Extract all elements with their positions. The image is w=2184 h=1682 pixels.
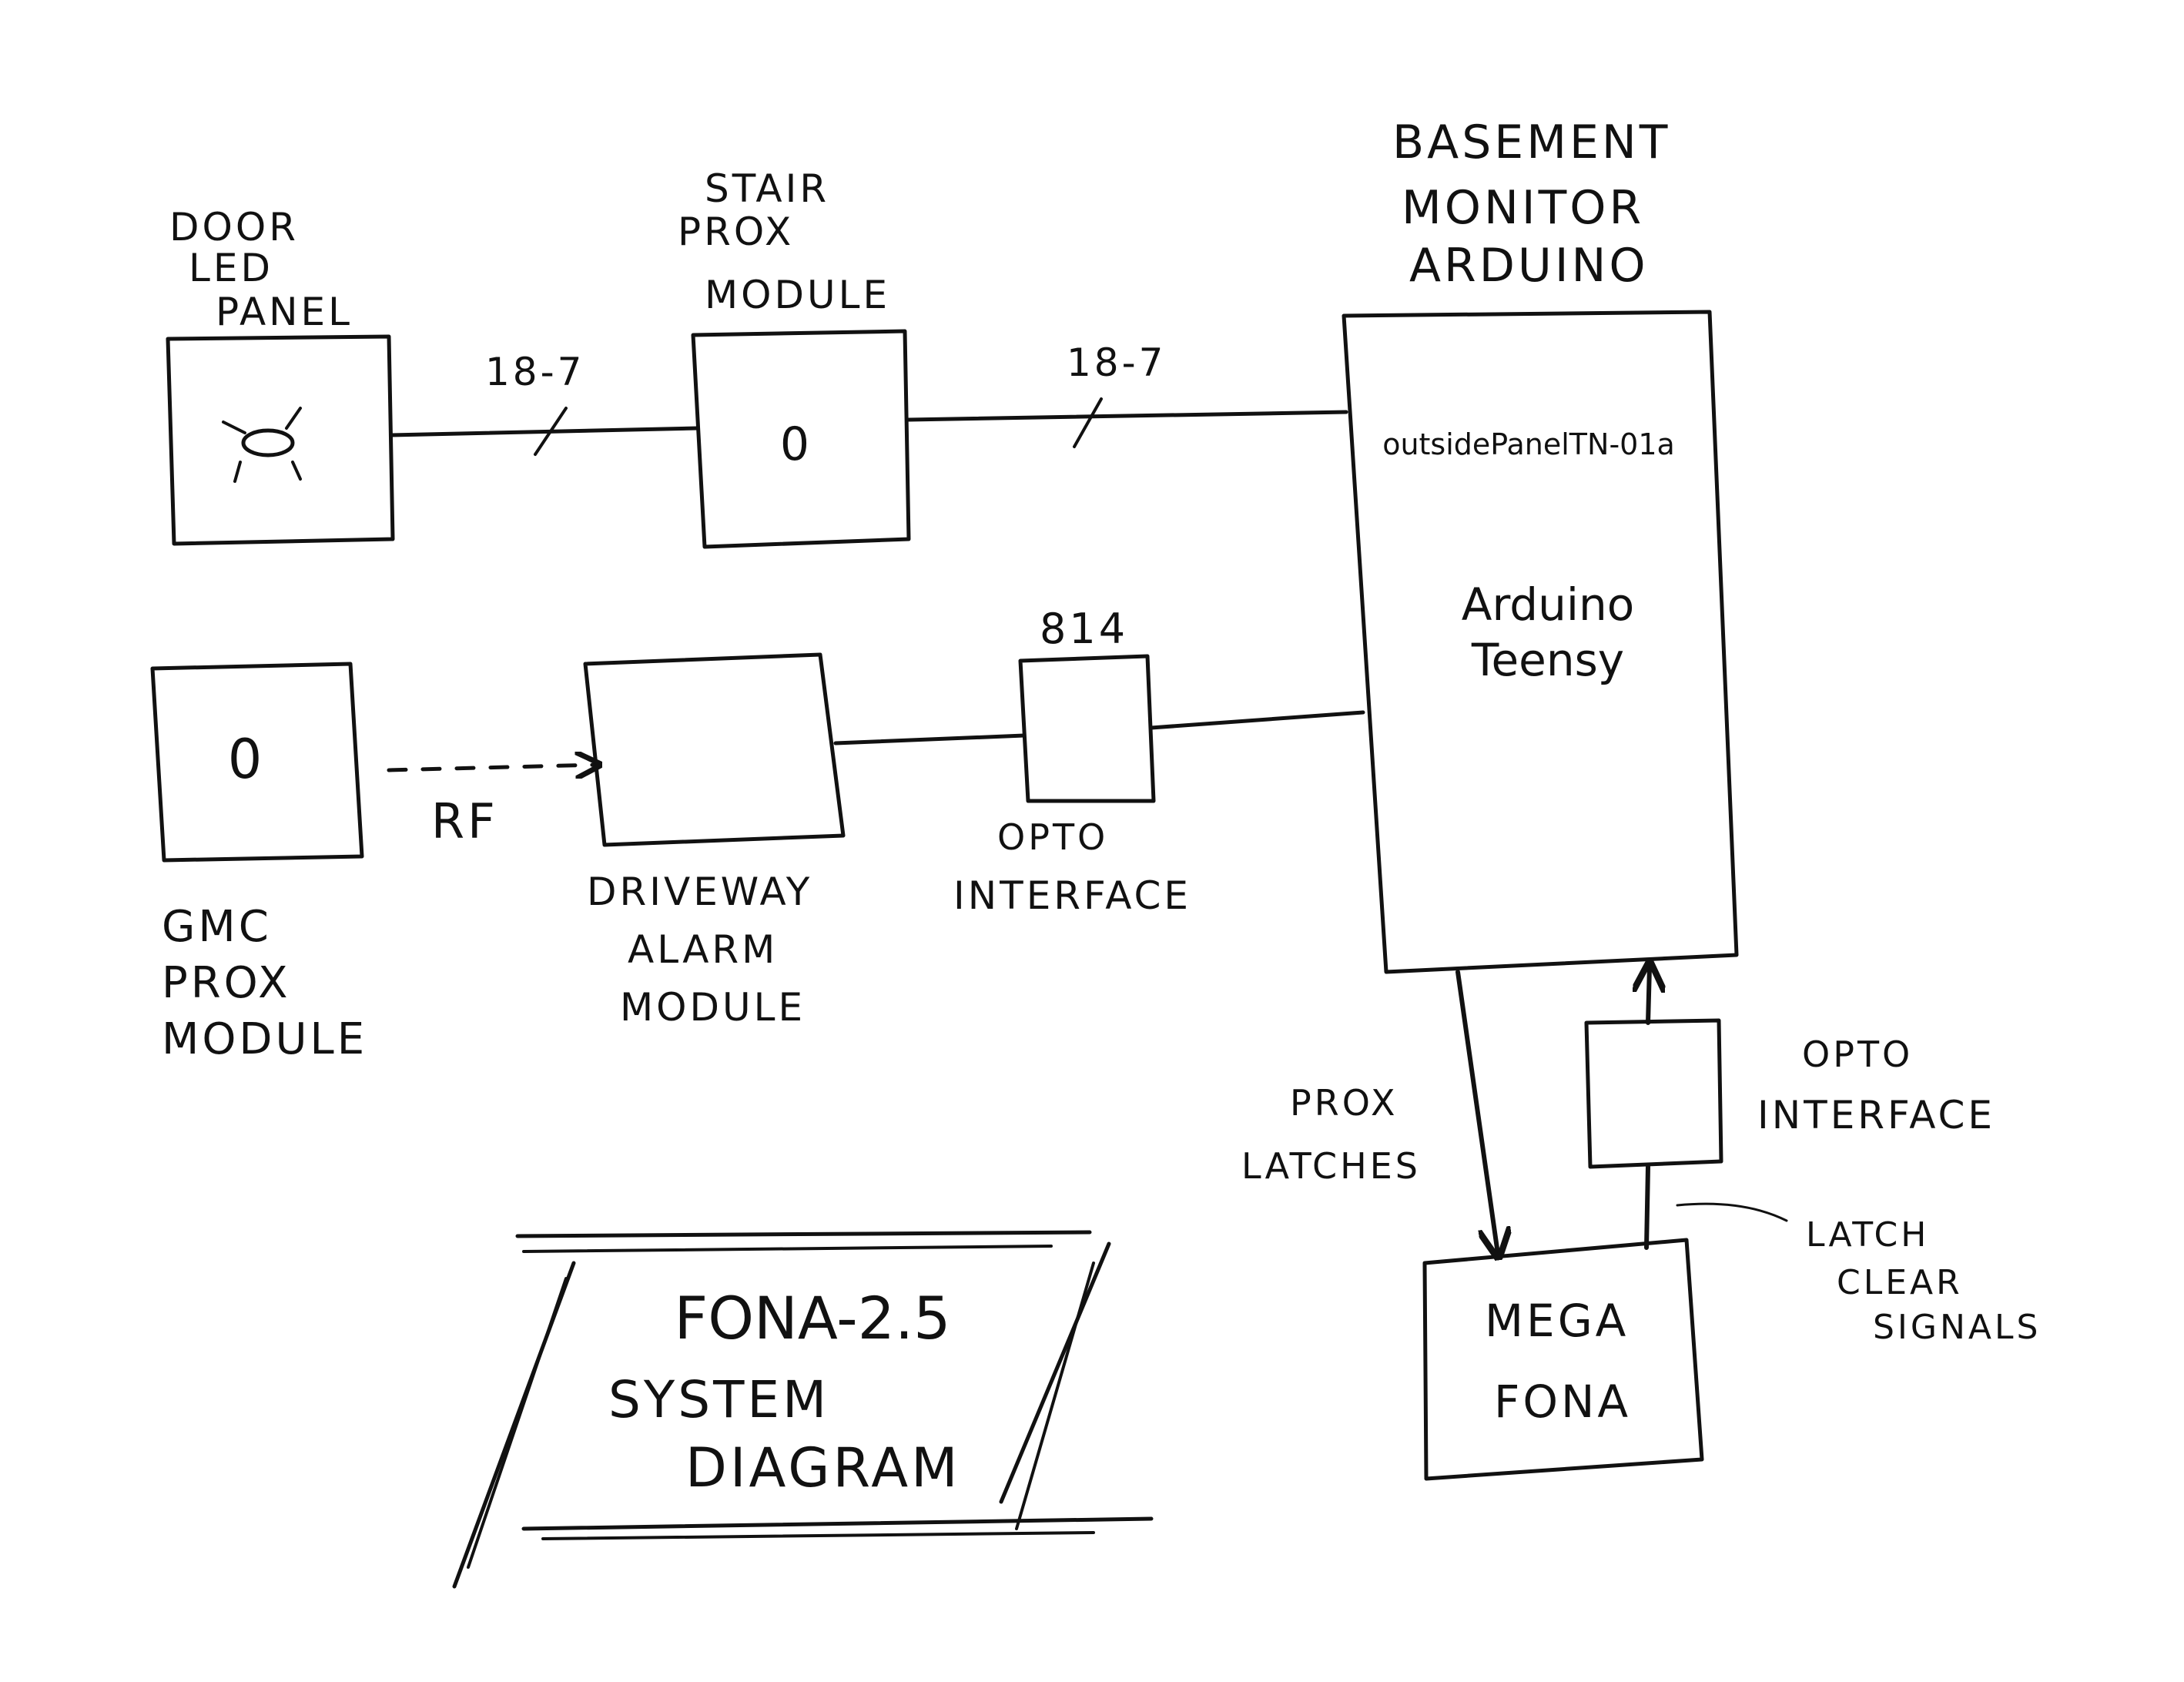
arduino-label-line3: ARDUINO (1409, 239, 1649, 293)
opto-mid-part-number: 814 (1040, 605, 1128, 653)
wire-driveway-to-opto (833, 733, 1027, 746)
stair-prox-label-line3: MODULE (705, 273, 890, 317)
opto-right-label-line2: INTERFACE (1757, 1093, 1995, 1138)
gmc-prox-label-line2: PROX (162, 958, 291, 1008)
latch-clear-link: LATCH CLEAR SIGNALS (1646, 967, 2041, 1347)
opto-interface-mid-block: 814 OPTO INTERFACE (953, 605, 1191, 918)
opto-mid-label-line1: OPTO (997, 816, 1108, 858)
gmc-prox-module-block: 0 GMC PROX MODULE (150, 662, 367, 1064)
opto-mid-label-line2: INTERFACE (953, 873, 1191, 918)
opto-right-label-line1: OPTO (1802, 1034, 1913, 1075)
rf-link: RF (387, 765, 597, 849)
cable-door-to-stair-label: 18-7 (485, 350, 585, 394)
stair-prox-indicator: 0 (780, 417, 809, 471)
prox-latches-link: PROX LATCHES (1241, 970, 1498, 1254)
gmc-prox-indicator: 0 (228, 728, 263, 791)
stair-prox-label-line2: PROX (678, 209, 794, 254)
mega-fona-label-line1: MEGA (1485, 1295, 1629, 1347)
arduino-label-line1: BASEMENT (1392, 116, 1670, 169)
rf-link-label: RF (431, 793, 498, 849)
sketch-name: outsidePanelTN-01a (1382, 427, 1675, 461)
board-name-line1: Arduino (1462, 578, 1634, 631)
board-name-line2: Teensy (1471, 634, 1624, 686)
latch-clear-label-line3: SIGNALS (1873, 1308, 2041, 1347)
cable-stair-to-arduino-label: 18-7 (1067, 340, 1166, 385)
door-panel-label-line2: LED (189, 246, 273, 290)
arduino-label-line2: MONITOR (1402, 181, 1644, 235)
driveway-label-line3: MODULE (620, 985, 806, 1030)
driveway-label-line1: DRIVEWAY (587, 869, 812, 914)
door-panel-label-line3: PANEL (216, 290, 353, 334)
prox-latches-label-line1: PROX (1290, 1082, 1398, 1124)
mega-fona-block: MEGA FONA (1422, 1238, 1704, 1481)
stair-prox-module-block: 0 STAIR PROX MODULE (678, 166, 911, 549)
latch-clear-label-line1: LATCH (1806, 1215, 1929, 1255)
stair-prox-label-line1: STAIR (705, 166, 829, 211)
title-block: FONA-2.5 SYSTEM DIAGRAM (452, 1230, 1154, 1589)
opto-interface-right-block: OPTO INTERFACE (1584, 1018, 1995, 1169)
title-line3: DIAGRAM (685, 1436, 961, 1499)
mega-fona-label-line2: FONA (1494, 1375, 1631, 1428)
led-icon (222, 407, 302, 483)
cable-door-to-stair: 18-7 (389, 350, 699, 456)
driveway-label-line2: ALARM (628, 927, 778, 972)
title-line2: SYSTEM (608, 1370, 829, 1429)
basement-monitor-arduino-block: BASEMENT MONITOR ARDUINO outsidePanelTN-… (1342, 116, 1739, 974)
gmc-prox-label-line3: MODULE (162, 1014, 367, 1064)
cable-stair-to-arduino: 18-7 (906, 340, 1348, 448)
prox-latches-label-line2: LATCHES (1241, 1145, 1421, 1187)
latch-clear-label-line2: CLEAR (1837, 1263, 1963, 1302)
gmc-prox-label-line1: GMC (162, 902, 272, 952)
title-line1: FONA-2.5 (675, 1284, 951, 1352)
wire-opto-to-arduino (1149, 710, 1365, 730)
door-panel-label-line1: DOOR (169, 205, 299, 250)
door-led-panel-block: DOOR LED PANEL (166, 205, 395, 546)
driveway-alarm-module-block: DRIVEWAY ALARM MODULE (583, 652, 846, 1030)
